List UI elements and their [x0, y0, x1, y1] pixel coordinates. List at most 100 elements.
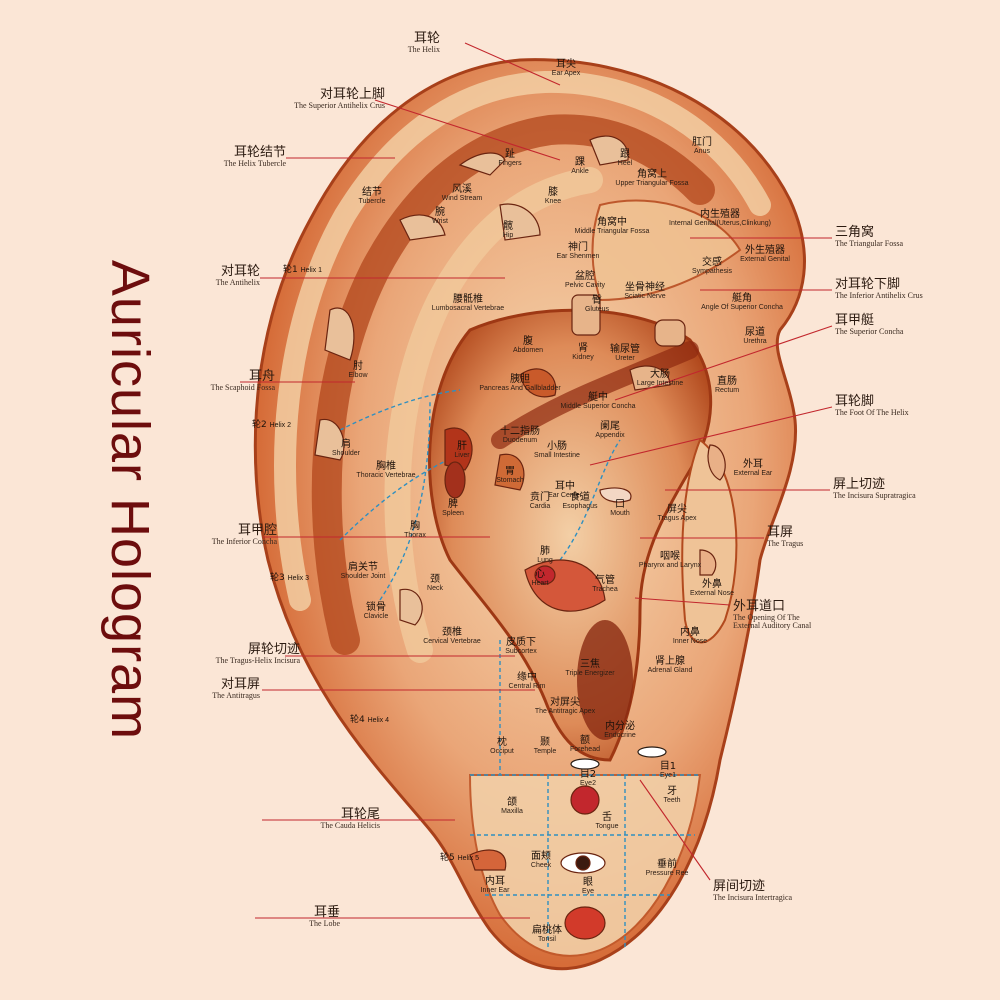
point-fingers-en: Fingers — [498, 160, 522, 167]
point-eye-en: Eye — [581, 888, 595, 895]
point-antitragic-apex-en: The Antitragic Apex — [534, 708, 596, 715]
concha — [428, 308, 713, 762]
point-knee-zh: 膝 — [547, 187, 558, 198]
callout-foot-of-helix: 耳轮脚 The Foot Of The Helix — [835, 395, 909, 417]
point-external-nose-en: External Nose — [690, 590, 734, 597]
point-central-rim-en: Central Rim — [508, 683, 546, 690]
point-spleen-zh: 脾 — [447, 499, 458, 510]
point-knee-en: Knee — [544, 198, 562, 205]
point-eye2-en: Eye2 — [580, 780, 596, 787]
point-mouth-en: Mouth — [610, 510, 630, 517]
point-maxilla-zh: 颌 — [506, 797, 517, 808]
callout-cauda-helicis-en: The Cauda Helicis — [320, 820, 380, 830]
callout-inferior-concha: 耳甲腔 The Inferior Concha — [212, 524, 277, 546]
point-cheek-en: Cheek — [530, 862, 552, 869]
point-sciatic-nerve-en: Sciatic Nerve — [624, 293, 666, 300]
point-elbow-en: Elbow — [348, 372, 368, 379]
point-tragus-apex-zh: 屏尖 — [666, 504, 687, 515]
point-ankle-zh: 踝 — [574, 157, 585, 168]
callout-antihelix: 对耳轮 The Antihelix — [216, 265, 260, 287]
point-fingers-zh: 趾 — [505, 149, 515, 160]
point-internal-genital-en: Internal Genital(Uterus,Clinkung) — [669, 220, 771, 227]
callout-antitragus-en: The Antitragus — [212, 690, 260, 700]
point-triple-energizer-zh: 三焦 — [580, 659, 600, 670]
point-tubercle-zh: 结节 — [361, 187, 382, 198]
point-tragus-apex-en: Tragus Apex — [657, 515, 697, 522]
point-lung-en: Lung — [537, 557, 553, 564]
point-adrenal-gland-zh: 肾上腺 — [654, 656, 685, 667]
helix-point-4-zh: 轮4 — [350, 715, 365, 725]
point-stomach-en: Stomach — [496, 477, 524, 484]
point-stomach-zh: 胃 — [505, 466, 515, 477]
point-external-genital-zh: 外生殖器 — [745, 245, 785, 256]
point-mouth-zh: 口 — [615, 499, 625, 510]
point-neck-zh: 颈 — [429, 574, 440, 585]
point-tonsil-zh: 扁桃体 — [532, 925, 562, 936]
point-large-intestine-en: Large Intestine — [636, 380, 684, 387]
callout-foot-of-helix-en: The Foot Of The Helix — [835, 407, 909, 417]
point-occiput-zh: 枕 — [496, 737, 507, 748]
point-trachea-zh: 气管 — [594, 575, 615, 586]
callout-lobe-zh: 耳垂 — [313, 905, 340, 920]
point-wrist-zh: 腕 — [435, 207, 445, 218]
point-hip-zh: 髋 — [502, 221, 513, 232]
callout-scaphoid-fossa-zh: 耳舟 — [248, 369, 275, 384]
point-shoulder-joint-zh: 肩关节 — [347, 562, 378, 573]
callout-external-auditory-canal-zh: 外耳道口 — [733, 599, 786, 614]
point-clavicle-en: Clavicle — [363, 613, 389, 620]
point-cheek-zh: 面颊 — [530, 851, 551, 862]
callout-helix: 耳轮 The Helix — [408, 32, 440, 54]
callout-tragus: 耳屏 The Tragus — [767, 526, 803, 548]
callout-tragus-helix-incisura-en: The Tragus-Helix Incisura — [215, 655, 300, 665]
callout-external-auditory-canal: 外耳道口 The Opening Of The External Auditor… — [733, 600, 828, 630]
helix-point-3: 轮3 Helix 3 — [270, 570, 309, 583]
callout-superior-concha-en: The Superior Concha — [835, 326, 904, 336]
point-temple-zh: 颞 — [539, 737, 550, 748]
helix-point-4-en: Helix 4 — [367, 717, 390, 724]
point-ear-apex-en: Ear Apex — [551, 70, 581, 77]
point-inner-ear-zh: 内耳 — [484, 876, 505, 887]
callout-helix-en: The Helix — [407, 44, 440, 54]
point-ear-center-en: Ear Center — [548, 492, 582, 499]
triangular-fossa — [591, 199, 742, 302]
point-maxilla-en: Maxilla — [501, 808, 523, 815]
scaphoid-fossa — [311, 114, 715, 655]
callout-helix-tubercle-zh: 耳轮结节 — [233, 145, 286, 160]
callout-inferior-concha-zh: 耳甲腔 — [237, 523, 277, 538]
callout-tragus-helix-incisura-zh: 屏轮切迹 — [247, 642, 300, 657]
point-rectum-en: Rectum — [714, 387, 740, 394]
point-large-intestine-zh: 大肠 — [650, 369, 670, 380]
point-clavicle-zh: 锁骨 — [365, 602, 386, 613]
callout-scaphoid-fossa: 耳舟 The Scaphoid Fossa — [211, 370, 275, 392]
point-central-rim-zh: 缘中 — [516, 672, 537, 683]
point-shoulder-zh: 肩 — [341, 439, 351, 450]
point-eye1-en: Eye1 — [660, 772, 676, 779]
helix-rim — [274, 70, 771, 611]
point-angle-of-superior-concha-zh: 艇角 — [732, 293, 752, 304]
point-forehead-en: Forehead — [570, 746, 600, 753]
point-eye1-zh: 目1 — [659, 761, 677, 772]
point-appendix-zh: 阑尾 — [599, 421, 620, 432]
